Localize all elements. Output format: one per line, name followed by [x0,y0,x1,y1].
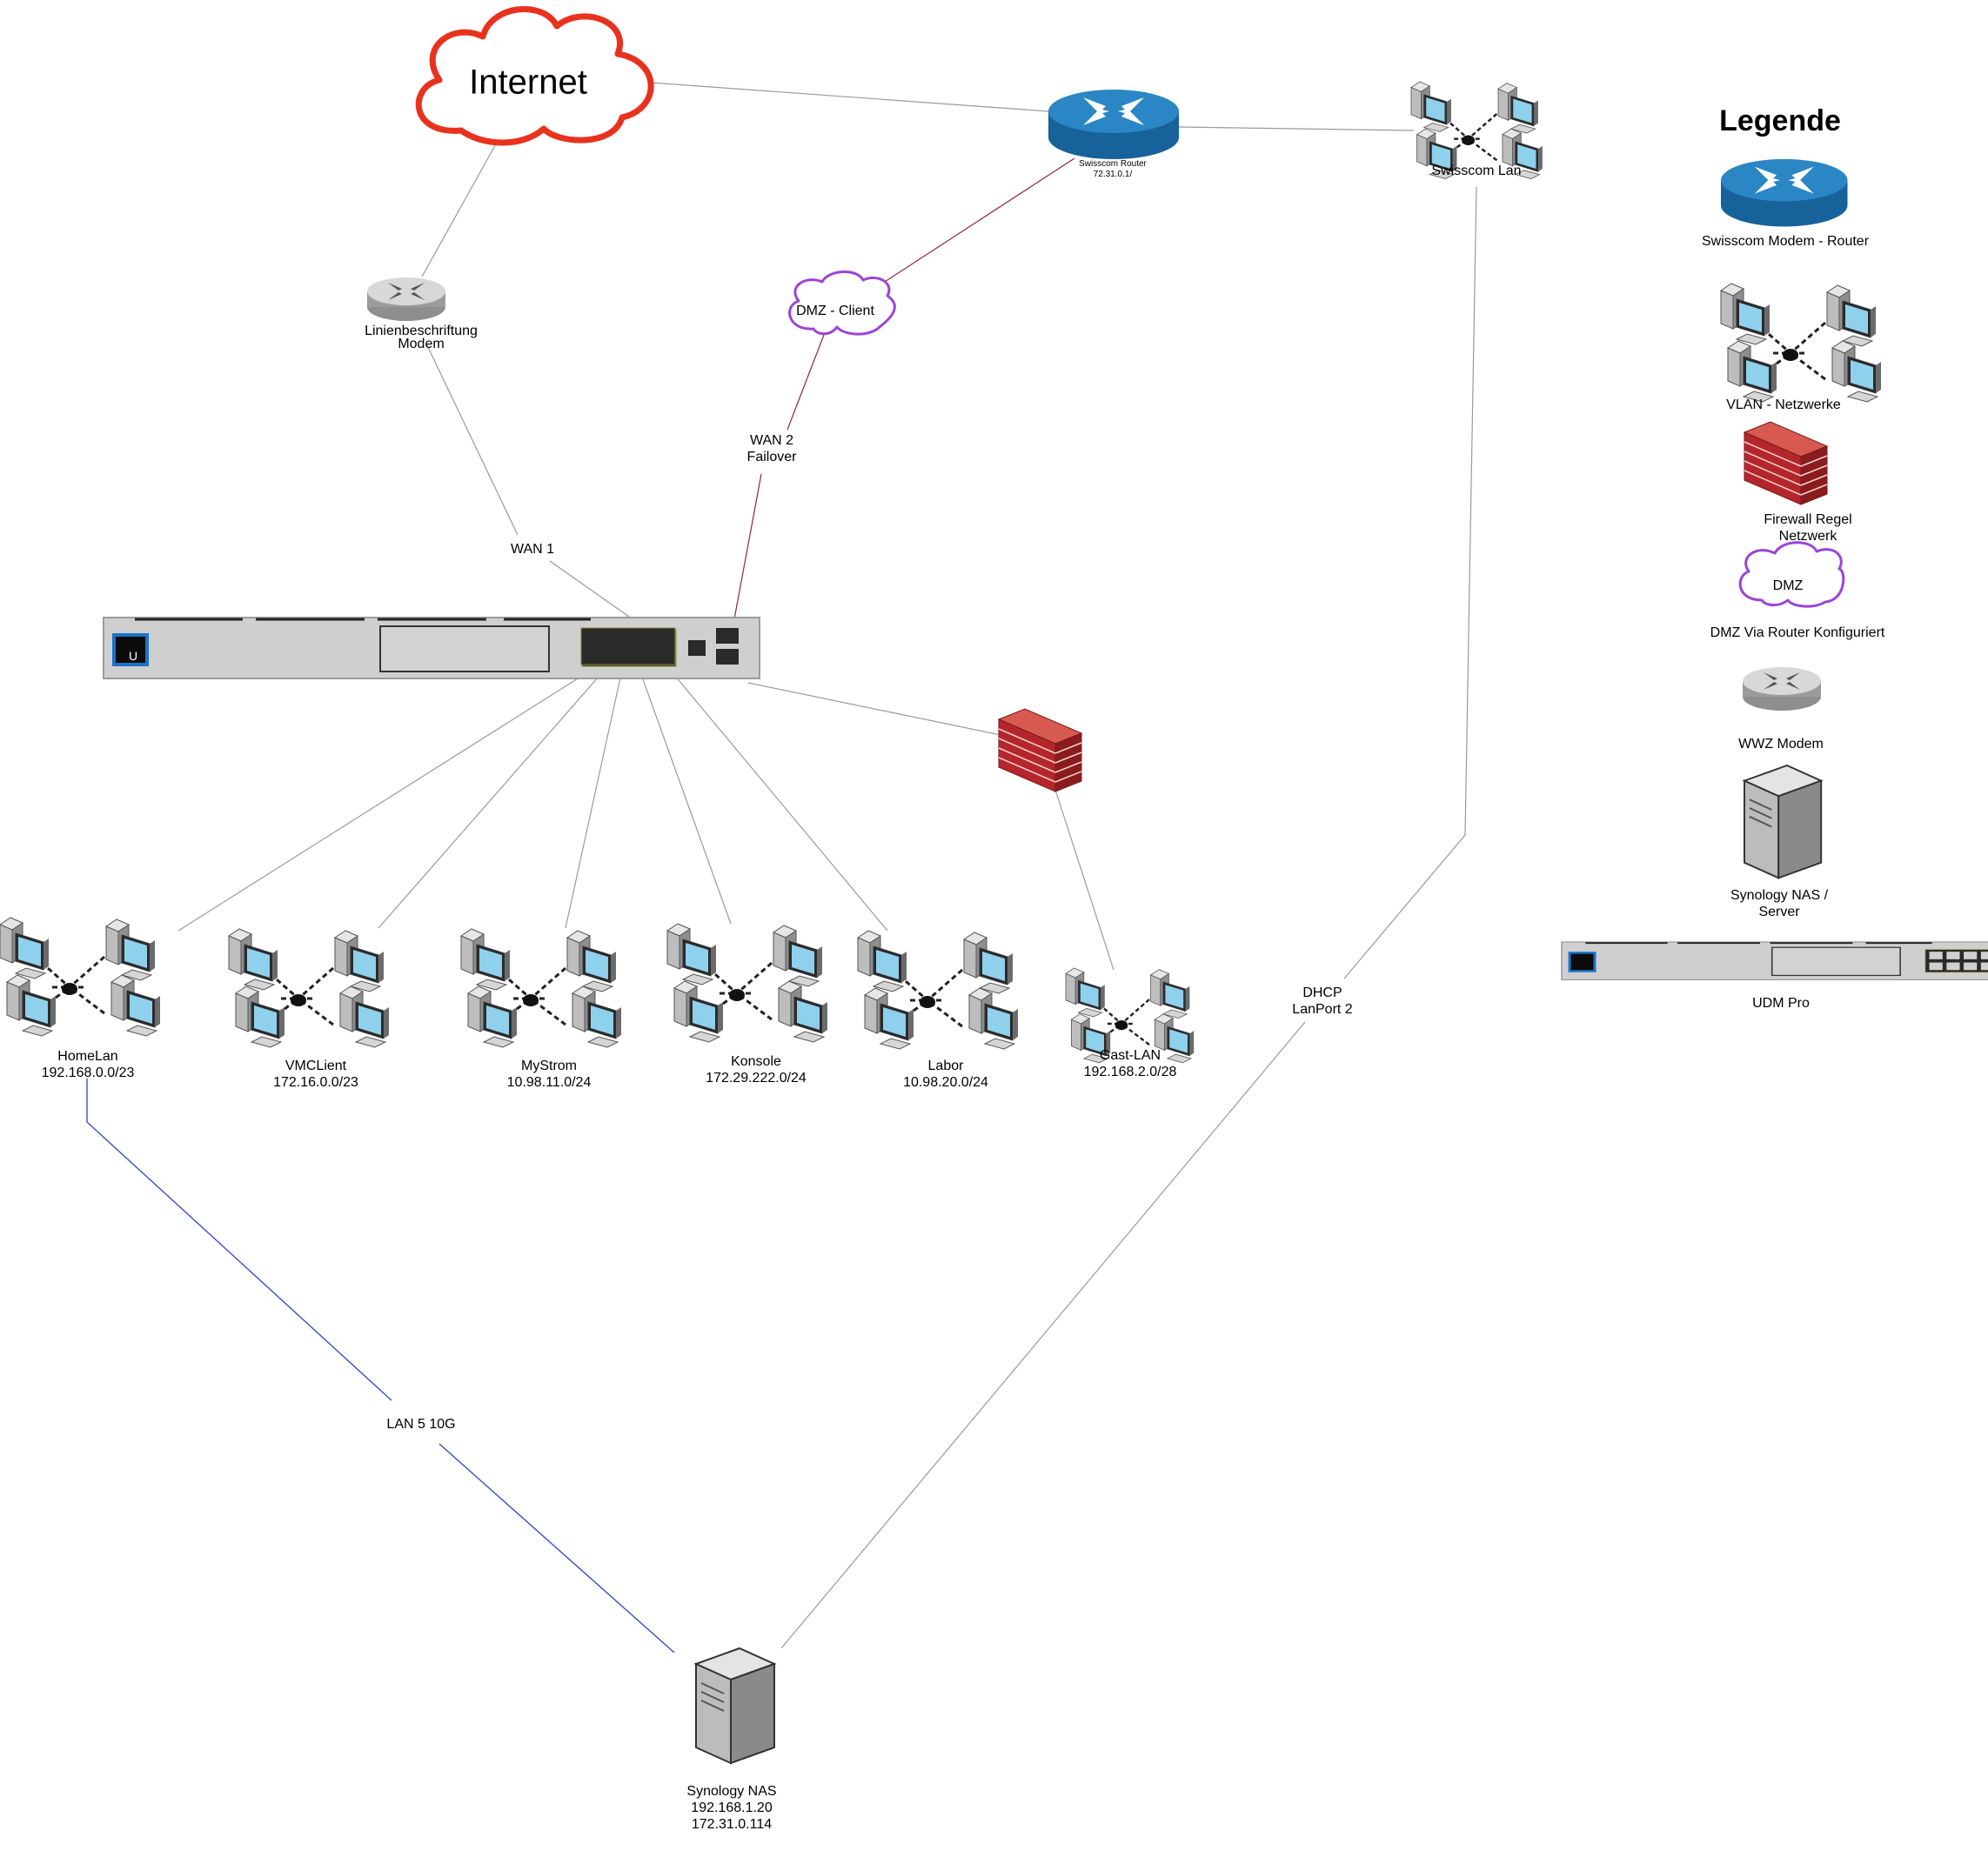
internet-cloud-icon [415,6,654,146]
link-swisscom-lan-dhcp [1343,186,1477,979]
legend-nas-icon [1744,765,1823,879]
legend-router-label: Swisscom Modem - Router [1701,234,1870,249]
link-udm-vmclient [378,669,606,929]
link-dmz-wan2 [786,334,825,431]
wwz-modem-label-line1: Linienbeschriftung [365,324,478,338]
legend-nas-line2: Server [1758,905,1800,919]
legend-udm-label: UDM Pro [1752,996,1810,1011]
dmz-client-label: DMZ - Client [796,304,874,318]
wan1-text: WAN 1 [510,541,555,558]
link-udm-konsole [639,669,732,925]
swisscom-router-ip: 72.31.0.1/ [1093,170,1133,179]
legend-router-icon [1721,158,1848,227]
legend-modem-icon [1743,667,1821,711]
wan1-label: WAN 1 [510,541,555,558]
swisscom-lan-label: Swisscom Lan [1431,164,1522,178]
link-udm-labor [669,669,888,932]
network-label-vmclient: VMCLient 172.16.0.0/23 [273,1058,358,1091]
dhcp-line2: LanPort 2 [1292,1001,1353,1018]
labor-cluster-icon [858,931,1018,1049]
network-subnet: 172.16.0.0/23 [273,1075,358,1090]
vmclient-cluster-icon [229,929,389,1047]
wan2-line1: WAN 2 [746,432,797,449]
link-dhcp-nas [780,1021,1306,1649]
link-udm-firewall [747,682,1001,736]
nas-label: Synology NAS 192.168.1.20 172.31.0.114 [686,1783,776,1833]
link-homelan-lan5 [86,1079,392,1401]
link-wan1 [425,343,519,536]
udm-pro-device [102,616,761,680]
wwz-modem-label-line2: Modem [398,337,445,351]
nas-ip2: 172.31.0.114 [691,1817,773,1832]
link-firewall-gastlan [1054,786,1114,971]
network-label-homelan: HomeLan 192.168.0.0/23 [42,1048,135,1081]
network-label-mystrom: MyStrom 10.98.11.0/24 [507,1058,592,1091]
swisscom-router-icon [1048,90,1179,159]
network-name: MyStrom [521,1059,577,1073]
mystrom-cluster-icon [461,929,621,1047]
link-udm-mystrom [565,669,623,929]
nas-ip1: 192.168.1.20 [691,1801,773,1815]
link-router-dmz [869,157,1075,292]
wan2-line2: Failover [746,449,797,465]
link-udm-homelan [177,669,592,932]
legend-dmz-icon-label: DMZ [1772,578,1804,593]
network-subnet: 172.29.222.0/24 [706,1071,807,1086]
network-label-konsole: Konsole 172.29.222.0/24 [706,1053,807,1086]
internet-label: Internet [469,63,587,102]
legend-icons [1560,158,1988,981]
synology-nas-icon [695,1647,775,1764]
network-name: HomeLan [57,1049,118,1064]
homelan-cluster-icon [0,918,160,1036]
udm-logo: U [128,649,138,663]
link-swisscom-router-swisscom-lan [1178,126,1415,131]
network-subnet: 192.168.0.0/23 [41,1066,135,1080]
network-subnet: 10.98.11.0/24 [506,1075,592,1090]
swisscom-router-name: Swisscom Router [1079,159,1147,169]
lan5-label: LAN 5 10G [386,1416,456,1433]
legend-modem-label: WWZ Modem [1738,737,1824,752]
link-wan2-udm [733,473,762,625]
links [86,82,1477,1654]
legend-firewall-icon [1744,421,1828,505]
wan2-label: WAN 2 Failover [746,432,797,465]
nas-name: Synology NAS [686,1784,777,1799]
wwz-modem-icon [367,277,445,321]
legend-dmz-label: DMZ Via Router Konfiguriert [1710,625,1885,640]
network-name: Labor [927,1059,964,1073]
link-lan5-nas [438,1443,675,1654]
legend-title: Legende [1719,104,1841,137]
konsole-cluster-icon [667,924,827,1042]
udm-port-detail [580,627,676,665]
swisscom-router-label: Swisscom Router 72.31.0.1/ [1079,159,1147,180]
dmz-client-cloud-icon [788,270,896,336]
network-label-labor: Labor 10.98.20.0/24 [903,1058,988,1091]
network-name: Konsole [731,1054,781,1069]
legend-dmz-cloud-icon [1738,541,1845,608]
link-internet-swisscom-router [650,82,1049,112]
legend-udm-icon [1560,940,1988,981]
legend-firewall-line1: Firewall Regel [1764,512,1852,527]
link-internet-wwz-modem [421,140,499,277]
legend-nas-line1: Synology NAS / [1730,888,1829,903]
network-name: VMCLient [284,1059,347,1073]
lan5-text: LAN 5 10G [386,1416,456,1433]
legend-vlan-label: VLAN - Netzwerke [1726,398,1841,412]
wwz-modem-label: Linienbeschriftung Modem [365,324,478,351]
network-name: Gast-LAN [1099,1048,1161,1063]
firewall-icon [998,708,1082,792]
legend-nas-label: Synology NAS / Server [1730,887,1828,920]
network-subnet: 10.98.20.0/24 [903,1075,988,1090]
dhcp-label: DHCP LanPort 2 [1292,985,1353,1018]
dhcp-line1: DHCP [1292,985,1353,1001]
legend-firewall-line2: Netzwerk [1778,529,1837,544]
legend-vlan-icon [1721,284,1881,402]
network-label-gastlan: Gast-LAN 192.168.2.0/28 [1084,1047,1177,1080]
network-subnet: 192.168.2.0/28 [1083,1065,1177,1079]
legend-firewall-label: Firewall Regel Netzwerk [1764,511,1851,545]
